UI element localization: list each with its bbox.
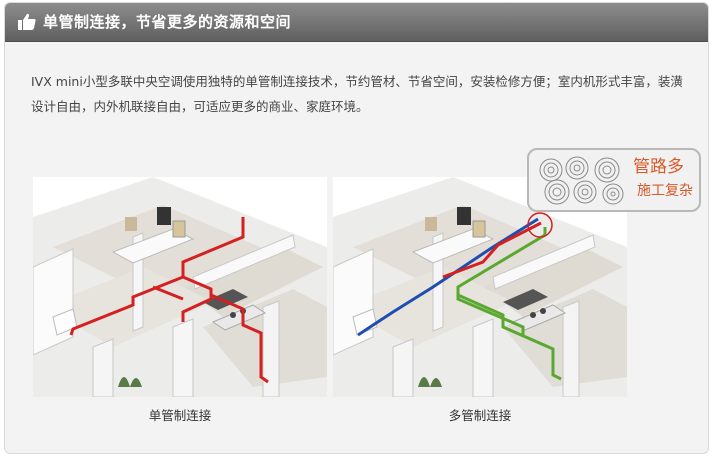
section-header: 单管制连接，节省更多的资源和空间 <box>5 3 708 42</box>
multi-pipe-illustration <box>333 177 627 397</box>
pipe-coils-icon <box>539 156 624 205</box>
section-title: 单管制连接，节省更多的资源和空间 <box>43 13 292 31</box>
feature-card: 单管制连接，节省更多的资源和空间 IVX mini小型多联中央空调使用独特的单管… <box>4 2 709 454</box>
callout-title: 管路多 <box>633 157 684 177</box>
thumbs-up-icon <box>18 13 36 30</box>
single-pipe-illustration <box>33 177 327 397</box>
feature-description: IVX mini小型多联中央空调使用独特的单管制连接技术，节约管材、节省空间，安… <box>31 74 683 114</box>
multi-pipe-caption: 多管制连接 <box>448 408 512 423</box>
pipe-complexity-callout: 管路多 施工复杂 <box>527 148 701 212</box>
callout-subtitle: 施工复杂 <box>637 183 693 199</box>
single-pipe-caption: 单管制连接 <box>148 408 212 423</box>
